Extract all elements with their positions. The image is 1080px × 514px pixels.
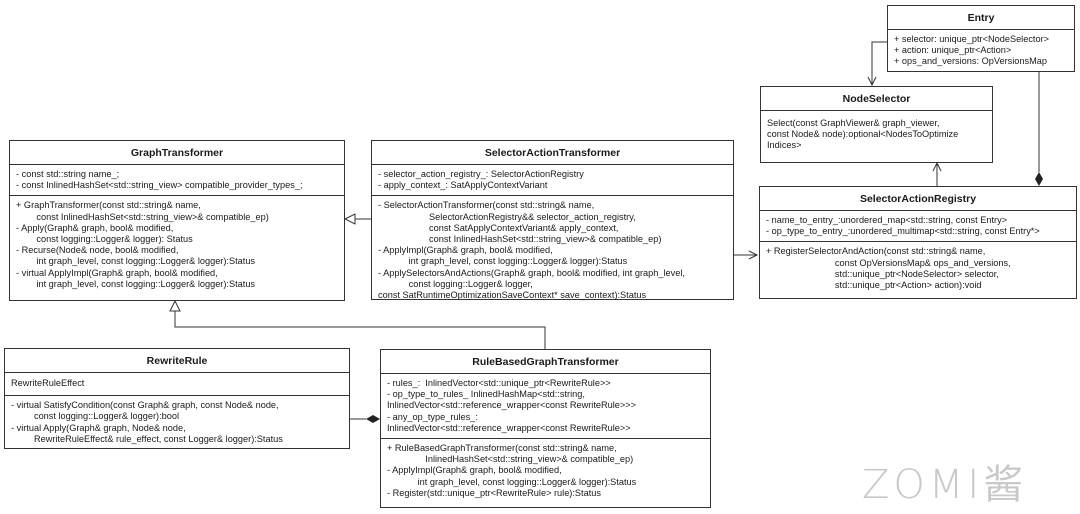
attribute: InlinedVector<std::reference_wrapper<con…	[387, 400, 636, 411]
method: std::unique_ptr<NodeSelector> selector,	[766, 268, 999, 279]
composition-diamond-registry	[1035, 172, 1043, 186]
registry-to-nodeselector-arrowhead	[932, 161, 942, 172]
class-graph-transformer-name: GraphTransformer	[10, 141, 344, 165]
attribute: - apply_context_: SatApplyContextVariant	[378, 180, 548, 191]
method: - SelectorActionTransformer(const std::s…	[378, 200, 595, 211]
class-selector-action-transformer-name: SelectorActionTransformer	[372, 141, 733, 165]
method: - Recurse(Node& node, bool& modified,	[16, 245, 179, 256]
class-selector-action-transformer-methods: - SelectorActionTransformer(const std::s…	[372, 195, 733, 305]
entry-to-nodeselector-arrowhead	[867, 76, 877, 87]
transformer-to-registry-arrowhead	[748, 250, 759, 260]
class-selector-action-registry[interactable]: SelectorActionRegistry - name_to_entry_:…	[759, 186, 1077, 299]
method: - virtual Apply(Graph& graph, Node& node…	[11, 422, 186, 433]
class-rewrite-rule[interactable]: RewriteRule RewriteRuleEffect - virtual …	[4, 348, 350, 449]
method: RewriteRuleEffect& rule_effect, const Lo…	[11, 433, 283, 444]
inheritance-triangle-selector	[343, 213, 356, 225]
method: + GraphTransformer(const std::string& na…	[16, 200, 201, 211]
class-entry-name: Entry	[888, 6, 1074, 30]
method: - ApplyImpl(Graph& graph, bool& modified…	[387, 465, 562, 476]
method: int graph_level, const logging::Logger& …	[378, 256, 628, 267]
method: - Apply(Graph& graph, bool& modified,	[16, 222, 174, 233]
method: int graph_level, const logging::Logger& …	[387, 476, 637, 487]
class-selector-action-transformer-attributes: - selector_action_registry_: SelectorAct…	[372, 165, 733, 195]
method: + RuleBasedGraphTransformer(const std::s…	[387, 443, 617, 454]
watermark: ZOMI酱	[862, 462, 1028, 508]
class-node-selector-name: NodeSelector	[761, 87, 992, 111]
method: - virtual ApplyImpl(Graph& graph, bool& …	[16, 267, 218, 278]
class-graph-transformer-attributes: - const std::string name_; - const Inlin…	[10, 165, 344, 195]
class-selector-action-registry-name: SelectorActionRegistry	[760, 187, 1076, 211]
attribute: - const InlinedHashSet<std::string_view>…	[16, 180, 303, 191]
class-entry[interactable]: Entry + selector: unique_ptr<NodeSelecto…	[887, 5, 1075, 72]
method: const OpVersionsMap& ops_and_versions,	[766, 257, 1011, 268]
attribute: - name_to_entry_:unordered_map<std::stri…	[766, 215, 1008, 225]
method: const InlinedHashSet<std::string_view>& …	[16, 211, 269, 222]
class-graph-transformer-methods: + GraphTransformer(const std::string& na…	[10, 195, 344, 294]
attribute: + selector: unique_ptr<NodeSelector>	[894, 34, 1050, 44]
method: const Node& node):optional<NodesToOptimi…	[767, 129, 959, 140]
class-entry-attributes: + selector: unique_ptr<NodeSelector> + a…	[888, 30, 1074, 72]
method: const logging::Logger& logger): Status	[16, 234, 193, 245]
class-rule-based-graph-transformer[interactable]: RuleBasedGraphTransformer - rules_: Inli…	[380, 349, 711, 508]
method: + RegisterSelectorAndAction(const std::s…	[766, 246, 986, 257]
class-selector-action-registry-methods: + RegisterSelectorAndAction(const std::s…	[760, 241, 1076, 295]
class-rule-based-graph-transformer-name: RuleBasedGraphTransformer	[381, 350, 710, 374]
method: const SatApplyContextVariant& apply_cont…	[378, 222, 619, 233]
rule-based-transformer-inheritance	[174, 311, 546, 349]
attribute: - selector_action_registry_: SelectorAct…	[378, 169, 584, 179]
attribute: + ops_and_versions: OpVersionsMap	[894, 56, 1047, 67]
method: Select(const GraphViewer& graph_viewer,	[767, 118, 940, 128]
attribute: - op_type_to_rules_ InlinedHashMap<std::…	[387, 389, 585, 400]
attribute: RewriteRuleEffect	[11, 378, 85, 388]
method: Indices>	[767, 140, 802, 151]
attribute: - op_type_to_entry_:unordered_multimap<s…	[766, 226, 1040, 237]
class-node-selector[interactable]: NodeSelector Select(const GraphViewer& g…	[760, 86, 993, 163]
class-graph-transformer[interactable]: GraphTransformer - const std::string nam…	[9, 140, 345, 301]
class-rewrite-rule-attributes: RewriteRuleEffect	[5, 373, 349, 395]
method: - virtual SatisfyCondition(const Graph& …	[11, 400, 279, 411]
class-rule-based-graph-transformer-attributes: - rules_: InlinedVector<std::unique_ptr<…	[381, 374, 710, 438]
method: int graph_level, const logging::Logger& …	[16, 278, 256, 289]
composition-diamond-rulebased	[366, 415, 380, 423]
method: - Register(std::unique_ptr<RewriteRule> …	[387, 487, 601, 498]
class-node-selector-methods: Select(const GraphViewer& graph_viewer, …	[761, 111, 992, 156]
method: int graph_level, const logging::Logger& …	[16, 256, 256, 267]
method: std::unique_ptr<Action> action):void	[766, 280, 982, 291]
method: - ApplyImpl(Graph& graph, bool& modified…	[378, 245, 553, 256]
attribute: + action: unique_ptr<Action>	[894, 45, 1012, 56]
method: const logging::Logger& logger,	[378, 278, 533, 289]
method: const SatRuntimeOptimizationSaveContext*…	[378, 290, 647, 301]
method: InlinedHashSet<std::string_view>& compat…	[387, 454, 634, 465]
attribute: - rules_: InlinedVector<std::unique_ptr<…	[387, 378, 611, 388]
class-rewrite-rule-methods: - virtual SatisfyCondition(const Graph& …	[5, 395, 349, 449]
class-selector-action-registry-attributes: - name_to_entry_:unordered_map<std::stri…	[760, 211, 1076, 241]
entry-to-nodeselector-association	[871, 41, 887, 85]
method: - ApplySelectorsAndActions(Graph& graph,…	[378, 267, 685, 278]
method: SelectorActionRegistry&& selector_action…	[378, 211, 636, 222]
method: const InlinedHashSet<std::string_view>& …	[378, 234, 662, 245]
attribute: InlinedVector<std::reference_wrapper<con…	[387, 422, 631, 433]
class-rewrite-rule-name: RewriteRule	[5, 349, 349, 373]
attribute: - const std::string name_;	[16, 169, 120, 179]
inheritance-triangle-rulebased	[169, 299, 181, 312]
class-selector-action-transformer[interactable]: SelectorActionTransformer - selector_act…	[371, 140, 734, 300]
class-rule-based-graph-transformer-methods: + RuleBasedGraphTransformer(const std::s…	[381, 438, 710, 503]
method: const logging::Logger& logger):bool	[11, 411, 180, 422]
attribute: - any_op_type_rules_:	[387, 411, 478, 422]
